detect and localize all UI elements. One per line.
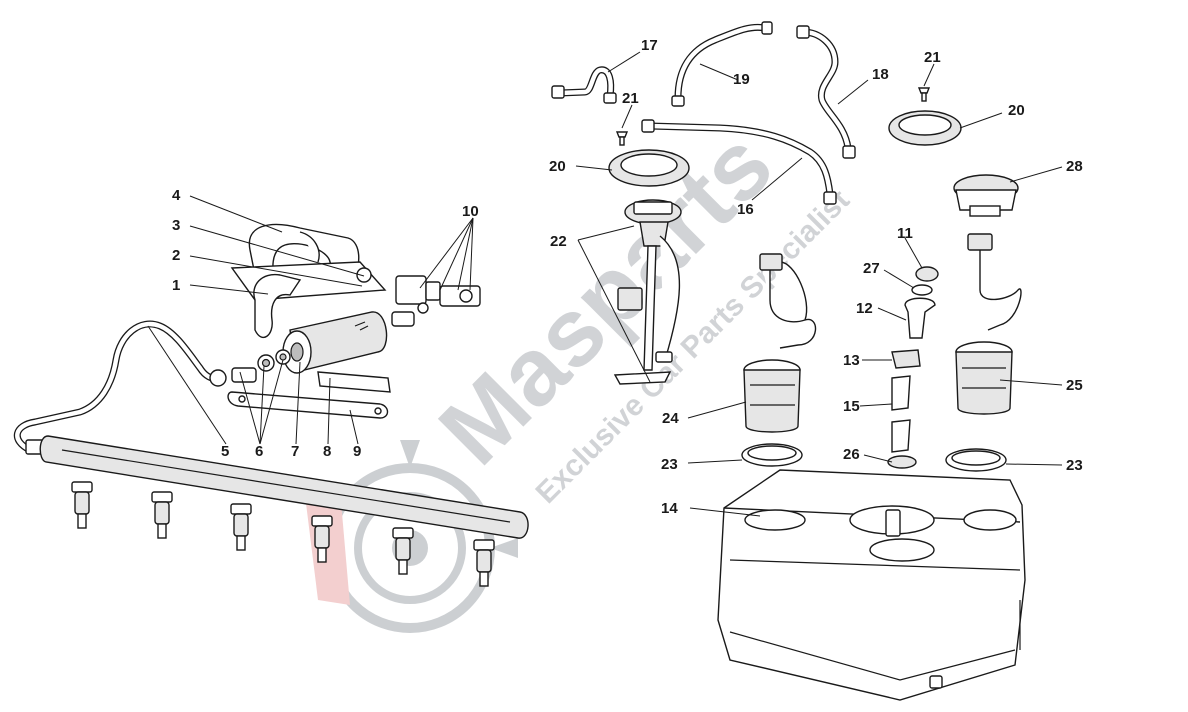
callout-15: 15 (843, 398, 860, 415)
bracket-plate-8-9 (227, 371, 391, 419)
callout-20-right: 20 (1008, 102, 1025, 119)
callout-12: 12 (856, 300, 873, 317)
hose-19 (671, 21, 773, 107)
callout-4: 4 (172, 187, 181, 204)
callout-23-left: 23 (661, 456, 678, 473)
callout-8: 8 (323, 443, 331, 460)
callout-9: 9 (353, 443, 361, 460)
callout-19: 19 (733, 71, 750, 88)
callout-24: 24 (662, 410, 679, 427)
callout-18: 18 (872, 66, 889, 83)
callout-26: 26 (843, 446, 860, 463)
callout-6: 6 (255, 443, 263, 460)
flange-28 (953, 174, 1019, 217)
lock-rings-20 (608, 110, 962, 187)
callout-20-left: 20 (549, 158, 566, 175)
screws-21 (615, 87, 931, 146)
callout-16: 16 (737, 201, 754, 218)
pump-module-24 (743, 253, 817, 433)
callout-21-left: 21 (622, 90, 639, 107)
callout-23-right: 23 (1066, 457, 1083, 474)
bracket-strap-1 (253, 273, 302, 339)
sender-unit-22 (613, 199, 682, 385)
callout-28: 28 (1066, 158, 1083, 175)
callout-7: 7 (291, 443, 299, 460)
leader-lines (147, 51, 1063, 517)
hose-18 (796, 25, 856, 159)
callout-1: 1 (172, 277, 180, 294)
callout-21-right: 21 (924, 49, 941, 66)
small-parts-11-12-13-15-26-27 (887, 266, 939, 469)
fuel-filter-7 (282, 311, 388, 374)
pump-module-25 (955, 233, 1022, 415)
fittings-6 (231, 349, 291, 383)
connectors-10 (356, 267, 481, 327)
callout-14: 14 (661, 500, 678, 517)
fuel-rail (39, 435, 529, 539)
callout-13: 13 (843, 352, 860, 369)
hose-17 (551, 66, 617, 104)
callout-17: 17 (641, 37, 658, 54)
callout-27: 27 (863, 260, 880, 277)
hose-16 (641, 119, 837, 205)
callout-3: 3 (172, 217, 180, 234)
callout-22: 22 (550, 233, 567, 250)
callout-11: 11 (897, 225, 913, 242)
callout-25: 25 (1066, 377, 1083, 394)
fuel-injectors (71, 481, 495, 587)
callout-10: 10 (462, 203, 479, 220)
fuel-tank-14 (717, 469, 1026, 701)
callout-2: 2 (172, 247, 180, 264)
callout-5: 5 (221, 443, 229, 460)
seals-23 (741, 443, 1007, 472)
callout-labels: 1 2 3 4 5 6 7 8 9 10 11 12 13 14 15 16 1… (172, 37, 1083, 517)
fuel-hose-5 (14, 320, 227, 455)
